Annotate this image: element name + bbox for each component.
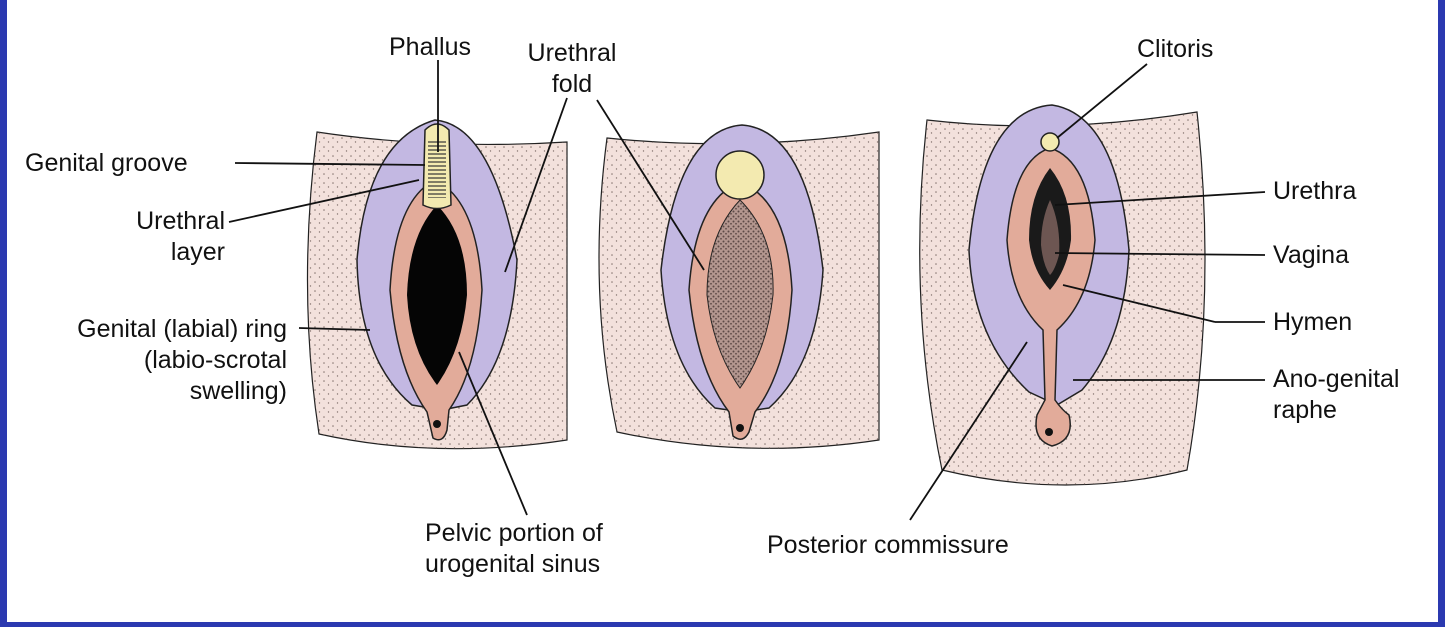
label-urethral-layer-line1: Urethral	[87, 206, 225, 237]
stage-female-late	[920, 105, 1205, 485]
label-pelvic-portion-line2: urogenital sinus	[425, 549, 603, 580]
label-urethral-fold-line2: fold	[512, 69, 632, 100]
label-vagina: Vagina	[1273, 240, 1349, 271]
label-ano-genital-raphe-line2: raphe	[1273, 395, 1399, 426]
label-ano-genital-raphe-line1: Ano-genital	[1273, 364, 1399, 395]
label-ano-genital-raphe: Ano-genital raphe	[1273, 364, 1399, 426]
label-hymen: Hymen	[1273, 307, 1352, 338]
label-urethral-fold-line1: Urethral	[512, 38, 632, 69]
label-genital-groove: Genital groove	[25, 148, 188, 179]
label-pelvic-portion: Pelvic portion of urogenital sinus	[425, 518, 603, 580]
phallus-2	[716, 151, 764, 199]
label-urethral-fold: Urethral fold	[512, 38, 632, 100]
figure-frame: Phallus Urethral fold Genital groove Ure…	[7, 0, 1438, 622]
label-urethra: Urethra	[1273, 176, 1356, 207]
label-pelvic-portion-line1: Pelvic portion of	[425, 518, 603, 549]
stage-female-early	[599, 125, 879, 448]
label-genital-ring-line1: Genital (labial) ring	[17, 314, 287, 345]
diagram-art	[7, 0, 1438, 622]
label-phallus: Phallus	[389, 32, 471, 63]
stage-indifferent	[307, 120, 567, 449]
label-genital-ring: Genital (labial) ring (labio-scrotal swe…	[17, 314, 287, 407]
label-genital-ring-line2: (labio-scrotal	[17, 345, 287, 376]
label-posterior-commissure: Posterior commissure	[767, 530, 1009, 561]
clitoris-shape	[1041, 133, 1059, 151]
label-urethral-layer: Urethral layer	[87, 206, 225, 268]
label-clitoris: Clitoris	[1137, 34, 1213, 65]
label-genital-ring-line3: swelling)	[17, 376, 287, 407]
label-urethral-layer-line2: layer	[87, 237, 225, 268]
